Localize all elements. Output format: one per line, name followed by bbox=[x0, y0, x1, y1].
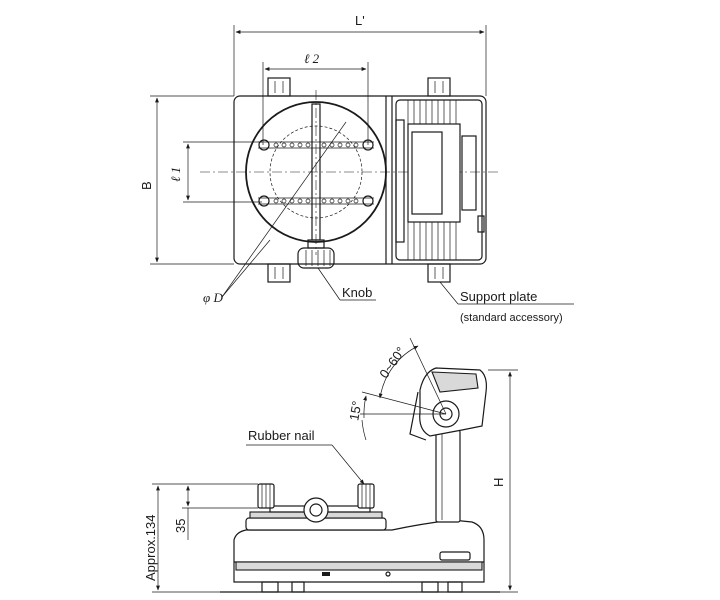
side-view: Rubber nail 0~60° 15° bbox=[143, 337, 518, 593]
label-rubber-nail: Rubber nail bbox=[248, 428, 315, 443]
dimension-l1: ℓ 1 bbox=[168, 141, 262, 203]
table-hole bbox=[345, 142, 351, 148]
table-hole bbox=[289, 142, 295, 148]
table-hole bbox=[305, 142, 311, 148]
dimension-b: B bbox=[139, 95, 234, 265]
table-hole bbox=[305, 198, 311, 204]
table-hole bbox=[281, 142, 287, 148]
table-hole bbox=[353, 142, 359, 148]
label-35: 35 bbox=[173, 519, 188, 533]
label-l-prime: L' bbox=[355, 13, 365, 28]
dimension-approx: Approx.134 bbox=[143, 483, 258, 593]
table-hole bbox=[329, 198, 335, 204]
table-hole bbox=[297, 198, 303, 204]
table-hole bbox=[273, 198, 279, 204]
label-support-plate: Support plate bbox=[460, 289, 537, 304]
label-approx-134: Approx.134 bbox=[143, 515, 158, 582]
label-phi-d: φ D bbox=[203, 290, 223, 305]
column-head-top bbox=[395, 99, 485, 261]
base-outline bbox=[233, 95, 487, 265]
rubber-nail-leader: Rubber nail bbox=[246, 428, 365, 485]
base-side bbox=[220, 519, 500, 593]
table-hole bbox=[281, 198, 287, 204]
table-hole bbox=[321, 198, 327, 204]
dimension-h: H bbox=[488, 369, 518, 593]
support-plates bbox=[267, 77, 451, 283]
label-b: B bbox=[139, 181, 154, 190]
table-hole bbox=[353, 198, 359, 204]
top-view: L' ℓ 2 B ℓ 1 bbox=[139, 13, 574, 324]
dimension-l-prime: L' bbox=[233, 13, 487, 96]
label-tilt-angle: 0~60° bbox=[376, 344, 408, 381]
table-hole bbox=[345, 198, 351, 204]
label-back-angle: 15° bbox=[346, 400, 364, 422]
label-h: H bbox=[491, 478, 506, 487]
label-l2: ℓ 2 bbox=[304, 51, 320, 66]
table-plate-side bbox=[245, 497, 387, 531]
label-l1: ℓ 1 bbox=[168, 167, 183, 182]
table-hole bbox=[337, 198, 343, 204]
table-hole bbox=[321, 142, 327, 148]
table-hole bbox=[273, 142, 279, 148]
rubber-nails bbox=[257, 483, 375, 509]
dimension-l2: ℓ 2 bbox=[262, 51, 369, 145]
dimension-35: 35 bbox=[173, 485, 258, 540]
leaders-top: φ D Knob Support plate (standard accesso… bbox=[203, 121, 574, 324]
table-hole bbox=[337, 142, 343, 148]
column-side bbox=[409, 367, 487, 523]
knob-top bbox=[297, 239, 335, 269]
table-hole bbox=[297, 142, 303, 148]
label-support-plate-note: (standard accessory) bbox=[460, 312, 563, 324]
label-knob: Knob bbox=[342, 285, 372, 300]
